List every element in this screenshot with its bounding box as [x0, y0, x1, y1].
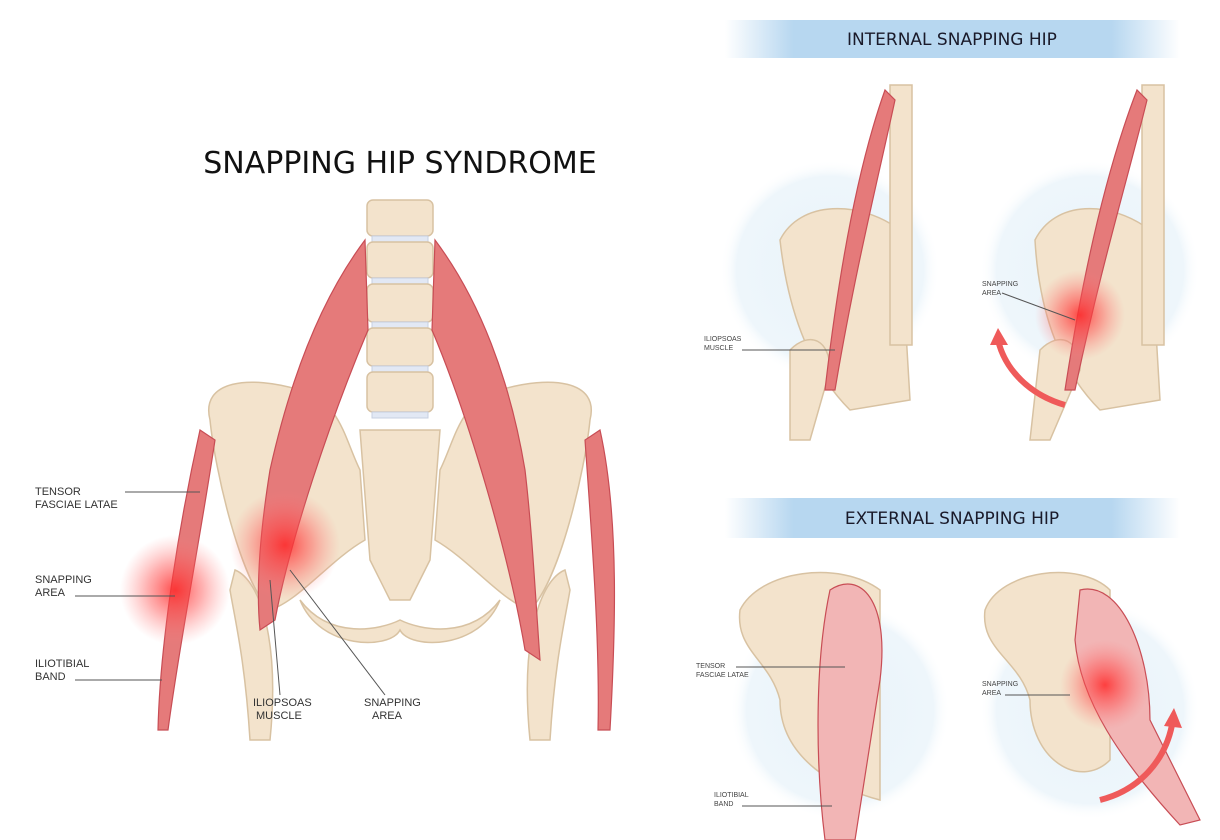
snapping-area-glow — [230, 490, 340, 600]
header-bar — [725, 498, 1180, 538]
internal-header: INTERNAL SNAPPING HIP — [847, 30, 1057, 50]
main-pelvis-illustration — [120, 199, 616, 741]
external-header: EXTERNAL SNAPPING HIP — [845, 509, 1059, 529]
page-title: SNAPPING HIP SYNDROME — [203, 146, 597, 181]
right-iliopsoas-muscle — [431, 238, 541, 662]
snapping-area-glow — [120, 535, 230, 645]
right-tensor-fasciae-latae — [584, 429, 616, 731]
header-bar — [725, 20, 1180, 58]
spine — [366, 199, 434, 419]
